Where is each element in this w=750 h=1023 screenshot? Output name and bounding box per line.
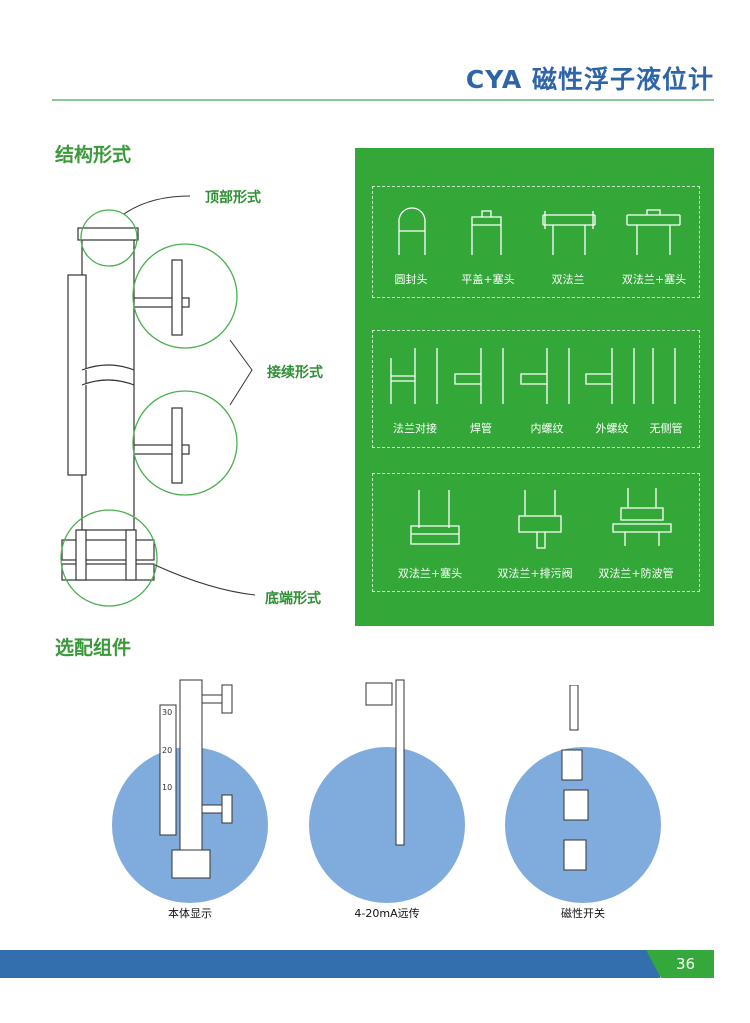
connection-type-label: 内螺纹 (530, 422, 564, 435)
level-gauge-structure-diagram (60, 195, 256, 607)
round-cap-icon (398, 207, 426, 255)
bottom-type-label: 双法兰+排污阀 (497, 567, 573, 580)
footer-bar (0, 950, 660, 978)
top-types-group (372, 186, 700, 298)
connection-type-label: 无侧管 (649, 422, 683, 435)
scale-label: 30 (162, 708, 172, 717)
top-type-label: 双法兰 (551, 273, 585, 286)
top-type-label: 圆封头 (394, 273, 428, 286)
accessory-label: 4-20mA远传 (354, 907, 420, 920)
structure-options-panel: 圆封头 平盖+塞头 双法兰 双法兰+塞头 法兰对接 焊管 内螺纹 外螺纹 无侧管 (355, 148, 714, 626)
scale-label: 10 (162, 783, 172, 792)
connection-type-label: 外螺纹 (595, 422, 629, 435)
title-divider (52, 99, 714, 101)
page-number: 36 (676, 955, 696, 973)
connection-types-group (372, 330, 700, 448)
connection-type-label: 焊管 (470, 422, 492, 435)
transmitter-illustration (365, 679, 405, 846)
scale-label: 20 (162, 746, 172, 755)
structure-heading: 结构形式 (55, 144, 132, 166)
magnetic-switch-illustration (561, 685, 589, 871)
top-type-icons (398, 207, 681, 255)
double-flange-plug-icon (626, 209, 681, 255)
accessory-label: 磁性开关 (561, 907, 605, 920)
callout-top-type: 顶部形式 (205, 190, 261, 206)
connection-type-label: 法兰对接 (393, 422, 437, 435)
accessories-heading: 选配组件 (55, 637, 132, 659)
top-type-label: 平盖+塞头 (461, 273, 515, 286)
bottom-type-label: 双法兰+塞头 (397, 567, 463, 580)
flat-cap-plug-icon (471, 210, 502, 255)
accessory-transmitter-circle (309, 747, 465, 903)
bottom-types-group (372, 473, 700, 592)
callout-connection-type: 接续形式 (267, 365, 323, 381)
bottom-type-label: 双法兰+防波管 (598, 567, 674, 580)
connection-type-icons (390, 348, 676, 404)
accessory-switch-circle (505, 747, 661, 903)
callout-bottom-type: 底端形式 (265, 591, 321, 607)
accessory-label: 本体显示 (168, 907, 212, 920)
body-display-gauge-illustration: 30 20 10 (159, 679, 233, 879)
top-type-label: 双法兰+塞头 (621, 273, 687, 286)
double-flange-icon (542, 211, 596, 255)
page-title: CYA 磁性浮子液位计 (465, 65, 714, 94)
bottom-type-icons (410, 488, 672, 549)
